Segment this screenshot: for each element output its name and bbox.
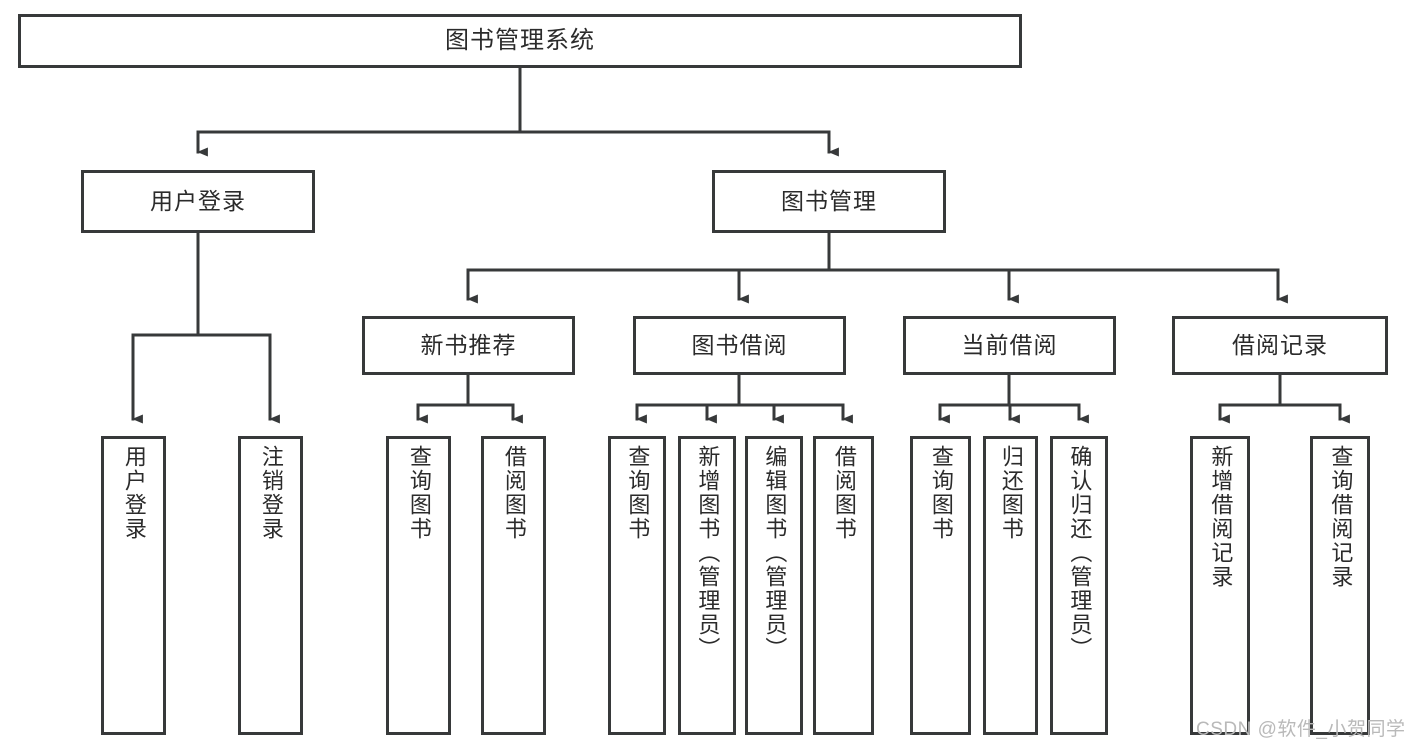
node-root-label: 图书管理系统 (445, 27, 595, 54)
leaf-add-borrow-record-label: 新增借阅记录 (1208, 445, 1234, 589)
leaf-add-book-admin-label: 新增图书（管理员） (695, 445, 721, 661)
node-root[interactable]: 图书管理系统 (18, 14, 1022, 68)
node-user-login-label: 用户登录 (150, 188, 246, 215)
node-new-book-recommend-label: 新书推荐 (420, 332, 517, 359)
node-current-borrow-label: 当前借阅 (961, 332, 1058, 359)
leaf-confirm-return-admin-label: 确认归还（管理员） (1067, 445, 1093, 661)
node-user-login[interactable]: 用户登录 (81, 170, 315, 233)
node-new-book-recommend[interactable]: 新书推荐 (362, 316, 575, 375)
node-book-borrow-label: 图书借阅 (691, 332, 788, 359)
leaf-user-login-label: 用户登录 (121, 445, 147, 541)
leaf-query-book-current-label: 查询图书 (928, 445, 954, 541)
node-book-management[interactable]: 图书管理 (712, 170, 946, 233)
leaf-query-book-borrow[interactable]: 查询图书 (608, 436, 666, 735)
node-borrow-record[interactable]: 借阅记录 (1172, 316, 1388, 375)
node-book-borrow[interactable]: 图书借阅 (633, 316, 846, 375)
leaf-query-book-rec-label: 查询图书 (406, 445, 432, 541)
node-borrow-record-label: 借阅记录 (1232, 332, 1328, 359)
leaf-return-book-label: 归还图书 (998, 445, 1024, 541)
leaf-query-borrow-record[interactable]: 查询借阅记录 (1310, 436, 1370, 735)
leaf-add-borrow-record[interactable]: 新增借阅记录 (1190, 436, 1250, 735)
leaf-add-book-admin[interactable]: 新增图书（管理员） (678, 436, 736, 735)
leaf-query-book-rec[interactable]: 查询图书 (386, 436, 451, 735)
csdn-watermark: CSDN @软件_小贺同学 (1196, 719, 1405, 740)
leaf-return-book[interactable]: 归还图书 (983, 436, 1038, 735)
leaf-borrow-book-rec-label: 借阅图书 (501, 445, 527, 541)
leaf-edit-book-admin-label: 编辑图书（管理员） (762, 445, 788, 661)
node-current-borrow[interactable]: 当前借阅 (903, 316, 1116, 375)
leaf-query-book-current[interactable]: 查询图书 (910, 436, 971, 735)
leaf-edit-book-admin[interactable]: 编辑图书（管理员） (745, 436, 803, 735)
leaf-logout[interactable]: 注销登录 (238, 436, 303, 735)
leaf-confirm-return-admin[interactable]: 确认归还（管理员） (1050, 436, 1108, 735)
leaf-borrow-book-rec[interactable]: 借阅图书 (481, 436, 546, 735)
leaf-logout-label: 注销登录 (258, 445, 284, 541)
leaf-query-book-borrow-label: 查询图书 (625, 445, 651, 541)
leaf-user-login[interactable]: 用户登录 (101, 436, 166, 735)
leaf-query-borrow-record-label: 查询借阅记录 (1328, 445, 1354, 589)
node-book-management-label: 图书管理 (781, 188, 877, 215)
leaf-borrow-book-borrow[interactable]: 借阅图书 (813, 436, 874, 735)
leaf-borrow-book-borrow-label: 借阅图书 (831, 445, 857, 541)
